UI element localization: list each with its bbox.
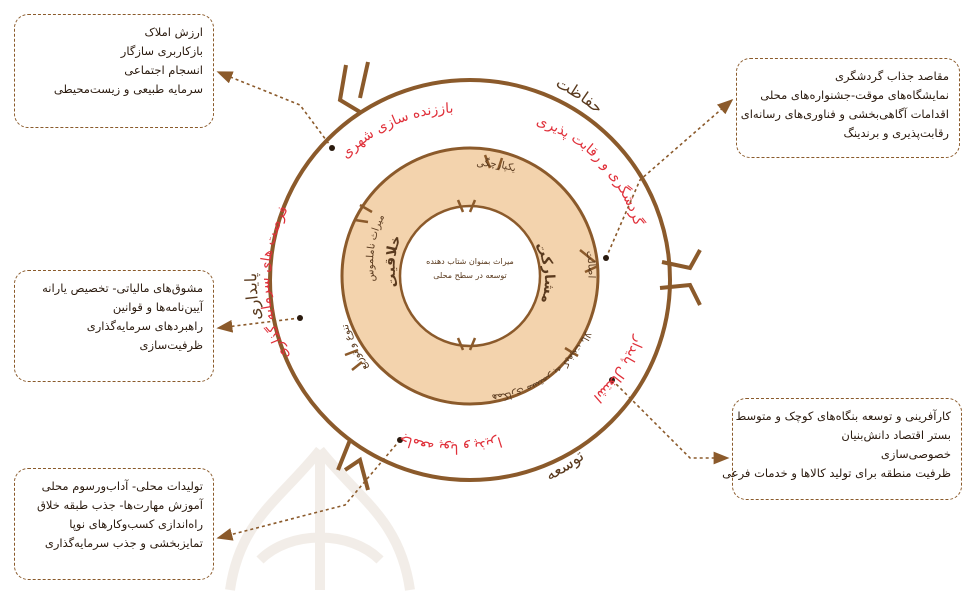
outer-ring-brackets — [336, 61, 702, 491]
center-text-line: توسعه در سطح محلی — [433, 271, 506, 280]
box-line: انسجام اجتماعی — [124, 63, 203, 77]
connector-arrows — [216, 71, 734, 541]
inner-labels: مشارکت خلاقیت — [382, 233, 557, 306]
info-box-bottom-right: کارآفرینی و توسعه بنگاه‌های کوچک و متوسط… — [722, 398, 962, 500]
box-line: ظرفیت منطقه برای تولید کالاها و خدمات فر… — [722, 466, 951, 480]
inner-circle — [398, 204, 542, 348]
box-line: آموزش مهارت‌ها- جذب طبقه خلاق — [36, 498, 203, 512]
watermark-logo — [225, 446, 415, 591]
box-line: نمایشگاه‌های موقت-جشنواره‌های محلی — [760, 88, 949, 102]
middle-label-right: اصالت — [584, 250, 597, 279]
box-line: رقابت‌پذیری و برندینگ — [843, 126, 949, 140]
box-line: بستر اقتصاد دانش‌بنیان — [841, 428, 951, 442]
box-line: راه‌اندازی کسب‌وکارهای نوپا — [69, 517, 203, 531]
outer-label-left: پایداری — [241, 273, 265, 322]
box-line: کارآفرینی و توسعه بنگاه‌های کوچک و متوسط — [735, 409, 951, 423]
box-line: تمایزبخشی و جذب سرمایه‌گذاری — [44, 536, 203, 550]
outer-label-top: حفاظت — [553, 73, 607, 118]
box-line: تولیدات محلی- آداب‌ورسوم محلی — [41, 479, 203, 493]
info-box-mid-left: مشوق‌های مالیاتی- تخصیص یارانه آیین‌نامه… — [14, 270, 214, 382]
box-line: ظرفیت‌سازی — [139, 338, 203, 352]
red-label-bottom: جامعه پویا و پذیرا — [397, 431, 504, 457]
connector-dots — [297, 145, 615, 443]
center-text: میراث بمنوان شتاب دهنده توسعه در سطح محل… — [426, 257, 514, 280]
inner-ring-brackets — [344, 154, 599, 371]
box-line: ارزش املاک — [144, 25, 203, 39]
box-line: آیین‌نامه‌ها و قوانین — [112, 300, 203, 314]
red-label-left: فرصت های سرمایه گذاری — [257, 203, 293, 362]
outer-label-bottom: توسعه — [542, 446, 587, 484]
box-line: راهبردهای سرمایه‌گذاری — [86, 319, 203, 333]
box-line: اقدامات آگاهی‌بخشی و فناوری‌های رسانه‌ای — [740, 107, 949, 121]
box-line: سرمایه طبیعی و زیست‌محیطی — [53, 82, 203, 96]
box-line: بازکاربری سازگار — [120, 44, 203, 58]
info-box-bottom-left: تولیدات محلی- آداب‌ورسوم محلی آموزش مهار… — [14, 468, 214, 580]
center-text-line: میراث بمنوان شتاب دهنده — [426, 257, 514, 266]
box-line: خصوصی‌سازی — [880, 447, 951, 461]
outer-ring — [268, 78, 672, 482]
info-box-top-left: ارزش املاک بازکاربری سازگار انسجام اجتما… — [14, 14, 214, 128]
red-label-right: اشتغال پایدار — [590, 333, 647, 406]
info-box-top-right: مقاصد جذاب گردشگری نمایشگاه‌های موقت-جشن… — [736, 58, 960, 158]
box-line: مقاصد جذاب گردشگری — [834, 69, 949, 83]
box-line: مشوق‌های مالیاتی- تخصیص یارانه — [42, 281, 203, 295]
